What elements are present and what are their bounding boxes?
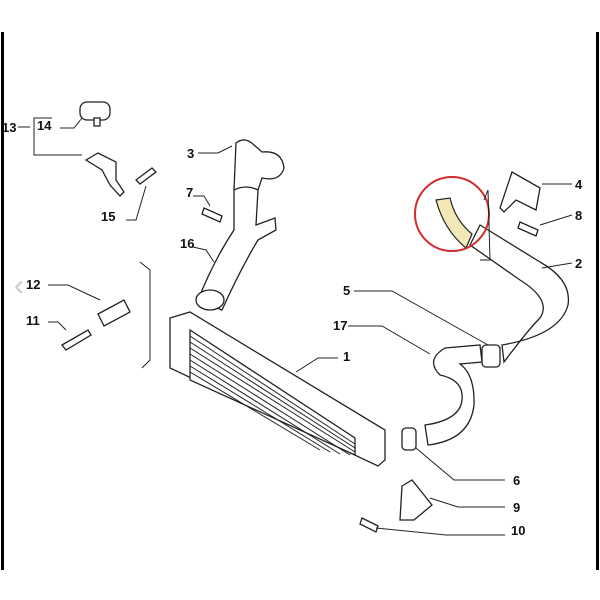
callout-2: 2 (575, 256, 582, 271)
callout-8: 8 (575, 208, 582, 223)
right-frame-border (596, 32, 599, 570)
callout-5: 5 (343, 283, 350, 298)
callout-7: 7 (186, 185, 193, 200)
part-16-pipe-end (195, 289, 225, 311)
callout-14: 14 (37, 118, 52, 133)
back-arrow-icon[interactable]: ‹ (14, 269, 24, 302)
part-11-bolt (61, 329, 92, 351)
highlighted-hose-end (435, 197, 473, 249)
leader-lines (18, 117, 573, 536)
part-15-bolt (135, 167, 157, 185)
part-13-bracket (84, 152, 125, 197)
callout-1: 1 (343, 349, 350, 364)
callout-6: 6 (513, 473, 520, 488)
part-1-intercooler (169, 311, 386, 467)
part-7-bolt (201, 207, 223, 223)
left-frame-border (1, 32, 4, 570)
callout-12: 12 (26, 277, 40, 292)
callout-10: 10 (511, 523, 525, 538)
callout-13: 13 (2, 120, 16, 135)
part-12-grommet (97, 299, 131, 327)
part-16-pipe (197, 186, 277, 311)
callout-4: 4 (575, 177, 583, 192)
mounting-reference-line (139, 261, 151, 369)
callout-16: 16 (180, 236, 194, 251)
callout-3: 3 (187, 146, 194, 161)
part-2-hose (469, 224, 570, 364)
part-14-clamp (79, 101, 111, 127)
part-17-hose (424, 344, 483, 446)
part-10-bolt (359, 517, 379, 533)
callout-17: 17 (333, 318, 347, 333)
callout-11: 11 (26, 313, 40, 328)
part-5-clamp (481, 344, 501, 368)
part-6-clamp (401, 427, 417, 451)
callout-9: 9 (513, 500, 520, 515)
hose-support-bracket (480, 189, 491, 261)
part-9-cover (399, 479, 433, 521)
callout-15: 15 (101, 209, 115, 224)
part-3-elbow (233, 139, 285, 195)
part-4-bracket (499, 171, 541, 213)
part-8-bolt (517, 221, 539, 237)
